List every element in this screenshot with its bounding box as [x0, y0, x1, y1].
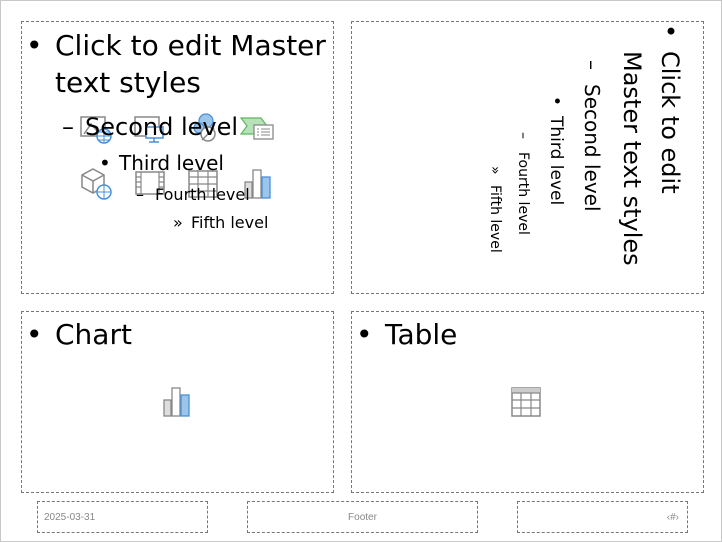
vlevel2-text: Second level	[580, 84, 604, 212]
video-icon[interactable]	[135, 171, 165, 195]
vlevel1-text-cont: Master text styles	[618, 51, 646, 266]
level2-text: Second level	[85, 113, 239, 141]
date-placeholder[interactable]: 2025-03-31	[37, 501, 208, 533]
bullet-level1: •	[26, 29, 43, 62]
chart-bullet: •	[26, 318, 43, 351]
chart-icon[interactable]	[244, 168, 272, 200]
slide-number-placeholder[interactable]: ‹#›	[517, 501, 688, 533]
vlevel1-text: Click to edit	[656, 51, 684, 194]
table-icon[interactable]	[511, 387, 541, 417]
level1-text-cont: text styles	[55, 66, 201, 99]
vlevel4-text: Fourth level	[515, 152, 531, 235]
bullet-level5: »	[173, 213, 183, 232]
level5-text: Fifth level	[191, 213, 269, 232]
table-bullet: •	[356, 318, 373, 351]
table-label: Table	[385, 318, 458, 351]
footer-placeholder[interactable]: Footer	[247, 501, 478, 533]
vbullet-level3: •	[546, 96, 566, 107]
vlevel5-text: Fifth level	[487, 185, 503, 253]
chart-placeholder[interactable]: • Chart	[21, 311, 334, 493]
vbullet-level4: –	[515, 132, 531, 139]
bullet-level2: –	[62, 113, 74, 141]
chart-label: Chart	[55, 318, 132, 351]
bullet-level4: –	[136, 185, 144, 204]
chart-icon[interactable]	[163, 386, 191, 418]
level1-text: Click to edit Master	[55, 29, 326, 62]
date-text: 2025-03-31	[44, 512, 96, 523]
3d-model-icon[interactable]	[80, 167, 114, 201]
slide-number-text: ‹#›	[666, 512, 679, 523]
screenshot-icon[interactable]	[134, 114, 168, 146]
icon-insert-icon[interactable]	[188, 112, 222, 146]
table-placeholder[interactable]: • Table	[351, 311, 704, 493]
vbullet-level2: –	[580, 60, 604, 70]
vertical-text-placeholder[interactable]: • Click to edit Master text styles – Sec…	[351, 21, 704, 294]
level3-text: Third level	[119, 151, 224, 175]
content-placeholder[interactable]: • Click to edit Master text styles – Sec…	[21, 21, 334, 294]
vlevel3-text: Third level	[546, 116, 566, 206]
online-picture-icon[interactable]	[80, 114, 114, 146]
level4-text: Fourth level	[155, 185, 250, 204]
bullet-level3: •	[99, 151, 111, 175]
table-icon[interactable]	[188, 170, 218, 198]
smartart-icon[interactable]	[240, 116, 276, 142]
vbullet-level5: »	[487, 166, 503, 175]
footer-text: Footer	[348, 512, 377, 523]
vbullet-level1: •	[656, 24, 684, 39]
